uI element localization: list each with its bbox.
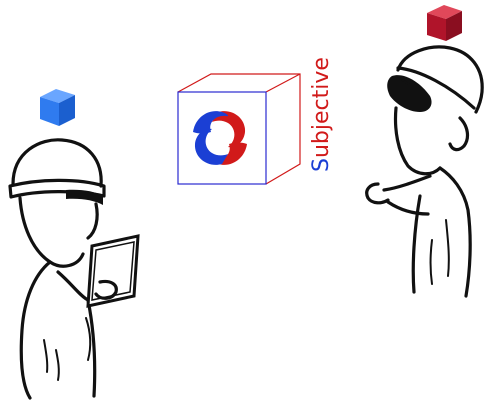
subjective-label-initial: S	[309, 158, 334, 172]
subjective-label-rest: ubjective	[309, 57, 334, 158]
blue-cube-icon	[40, 89, 75, 126]
subjective-label: Subjective	[309, 57, 334, 172]
swirl-logo-icon	[193, 111, 247, 165]
right-person-with-headset	[367, 47, 482, 296]
left-person-with-tablet	[10, 140, 138, 398]
subjective-cube: Subjective	[178, 57, 334, 184]
red-cube-icon	[427, 5, 462, 41]
